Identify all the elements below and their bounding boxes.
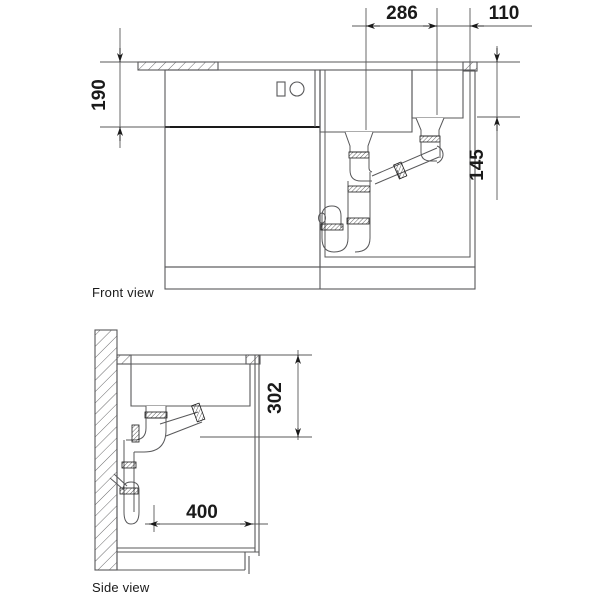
side-view-caption: Side view — [92, 580, 150, 595]
front-drain-assembly-left — [344, 131, 374, 193]
side-view-group: 302 400 — [94, 329, 312, 574]
dimension-286-110: 286 110 — [352, 3, 532, 130]
side-waste-elbow — [126, 402, 206, 453]
dimension-label-286: 286 — [386, 3, 418, 24]
dimension-label-400: 400 — [186, 502, 218, 523]
front-view-caption: Front view — [92, 285, 154, 300]
dimension-label-302: 302 — [265, 382, 286, 414]
dimension-145: 145 — [467, 46, 520, 200]
dimension-190: 190 — [89, 28, 170, 148]
dimension-label-190: 190 — [89, 79, 110, 111]
indicator-circle-icon — [289, 81, 305, 97]
dimension-302: 302 — [200, 350, 312, 440]
side-countertop — [116, 354, 261, 365]
front-p-trap — [318, 205, 371, 253]
front-dishwasher-unit — [164, 69, 321, 268]
dimension-label-110: 110 — [489, 3, 520, 24]
side-cabinet-outline — [116, 355, 260, 574]
front-view-group: 190 286 110 145 — [89, 3, 532, 290]
side-sink-bowl — [130, 364, 251, 407]
dimension-label-145: 145 — [467, 149, 488, 181]
indicator-rectangle-icon — [276, 81, 286, 97]
side-p-trap — [109, 473, 140, 525]
front-downpipe — [346, 192, 371, 225]
side-wall — [94, 329, 118, 571]
front-connecting-waste-pipe — [371, 147, 440, 185]
front-cabinet-plinth — [164, 266, 476, 290]
dimension-400: 400 — [145, 502, 268, 532]
side-drain-strainer — [144, 406, 168, 419]
front-drain-assembly-right — [415, 117, 445, 164]
